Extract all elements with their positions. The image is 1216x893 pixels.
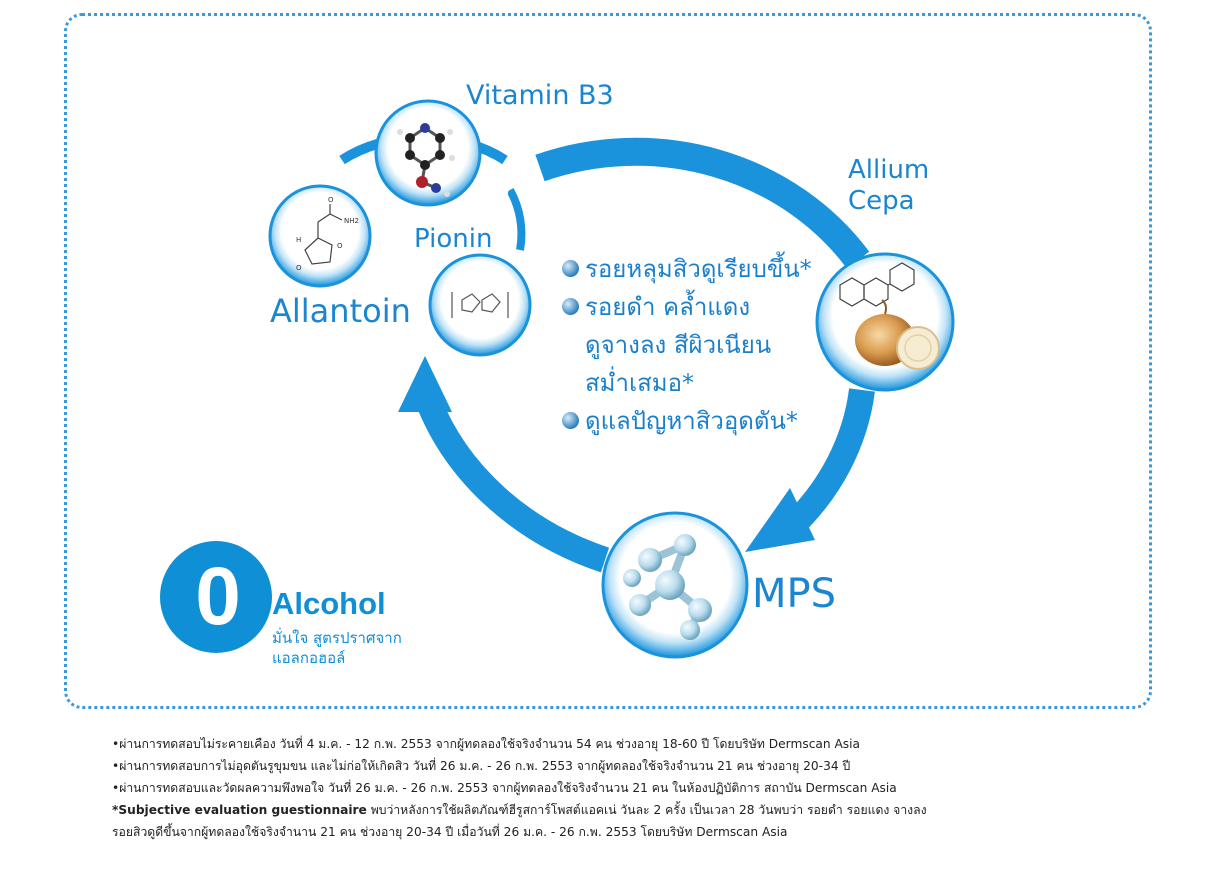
allium-cepa-circle [815, 252, 955, 392]
footnote: *Subjective evaluation guestionnaire พบว… [112, 799, 927, 821]
vitamin-b3-label: Vitamin B3 [466, 80, 614, 111]
bullet-icon [562, 260, 579, 277]
arrow-right-arc [780, 388, 875, 538]
alcohol-word: Alcohol [272, 586, 386, 621]
svg-text:O: O [337, 242, 343, 250]
footnote-bold: *Subjective evaluation guestionnaire [112, 803, 367, 817]
footnote: •ผ่านการทดสอบไม่ระคายเคือง วันที่ 4 ม.ค.… [112, 737, 861, 751]
benefits-list: รอยหลุมสิวดูเรียบขึ้น* รอยดำ คล้ำแดง ดูจ… [562, 250, 812, 440]
svg-text:H: H [296, 236, 301, 244]
percent-sign: % [240, 565, 267, 598]
bullet-icon [562, 412, 579, 429]
footnote: •ผ่านการทดสอบการไม่อุดตันรูขุมขน และไม่ก… [112, 759, 851, 773]
small-cycle-arc-right [506, 188, 526, 251]
svg-text:NH2: NH2 [344, 217, 359, 225]
benefit-item: รอยดำ คล้ำแดง [562, 288, 812, 326]
allium-cepa-label: Allium Cepa [848, 155, 930, 216]
benefit-item: สม่ำเสมอ* [585, 369, 695, 397]
allantoin-label: Allantoin [270, 292, 411, 330]
mps-label: MPS [752, 571, 837, 617]
dotted-frame [64, 13, 1152, 709]
footnote-rest: พบว่าหลังการใช้ผลิตภัณฑ์ฮีรูสการ์โพสต์แอ… [366, 803, 927, 817]
zero-percent-badge: 0 [160, 541, 272, 653]
arrow-head-to-mps [745, 488, 815, 552]
cycle-arrows [339, 132, 875, 573]
arrow-heads [398, 356, 815, 552]
arrow-top-arc [535, 137, 870, 269]
bullet-icon [562, 298, 579, 315]
alcohol-free-caption: มั่นใจ สูตรปราศจาก [272, 629, 402, 647]
pionin-molecule-circle [428, 253, 532, 357]
benefit-item: รอยหลุมสิวดูเรียบขึ้น* [562, 250, 812, 288]
alcohol-free-caption-2: แอลกอฮอล์ [272, 649, 346, 667]
pionin-label: Pionin [414, 224, 493, 254]
footnote: •ผ่านการทดสอบและวัดผลความพึงพอใจ วันที่ … [112, 781, 897, 795]
benefit-item: ดูจางลง สีผิวเนียน [585, 331, 772, 359]
arrow-head-to-allantoin [398, 356, 452, 412]
svg-text:O: O [328, 196, 334, 204]
footnotes: •ผ่านการทดสอบไม่ระคายเคือง วันที่ 4 ม.ค.… [112, 733, 927, 843]
vitamin-b3-molecule-circle [374, 99, 482, 207]
svg-text:O: O [296, 264, 302, 272]
arrow-bottom-arc [415, 395, 610, 573]
mps-molecule-circle [601, 511, 749, 659]
arc-ticks [502, 167, 525, 196]
footnote: รอยสิวดูดีขึ้นจากผู้ทดลองใช้จริงจำนาน 21… [112, 825, 788, 839]
benefit-item: ดูแลปัญหาสิวอุดตัน* [562, 402, 812, 440]
